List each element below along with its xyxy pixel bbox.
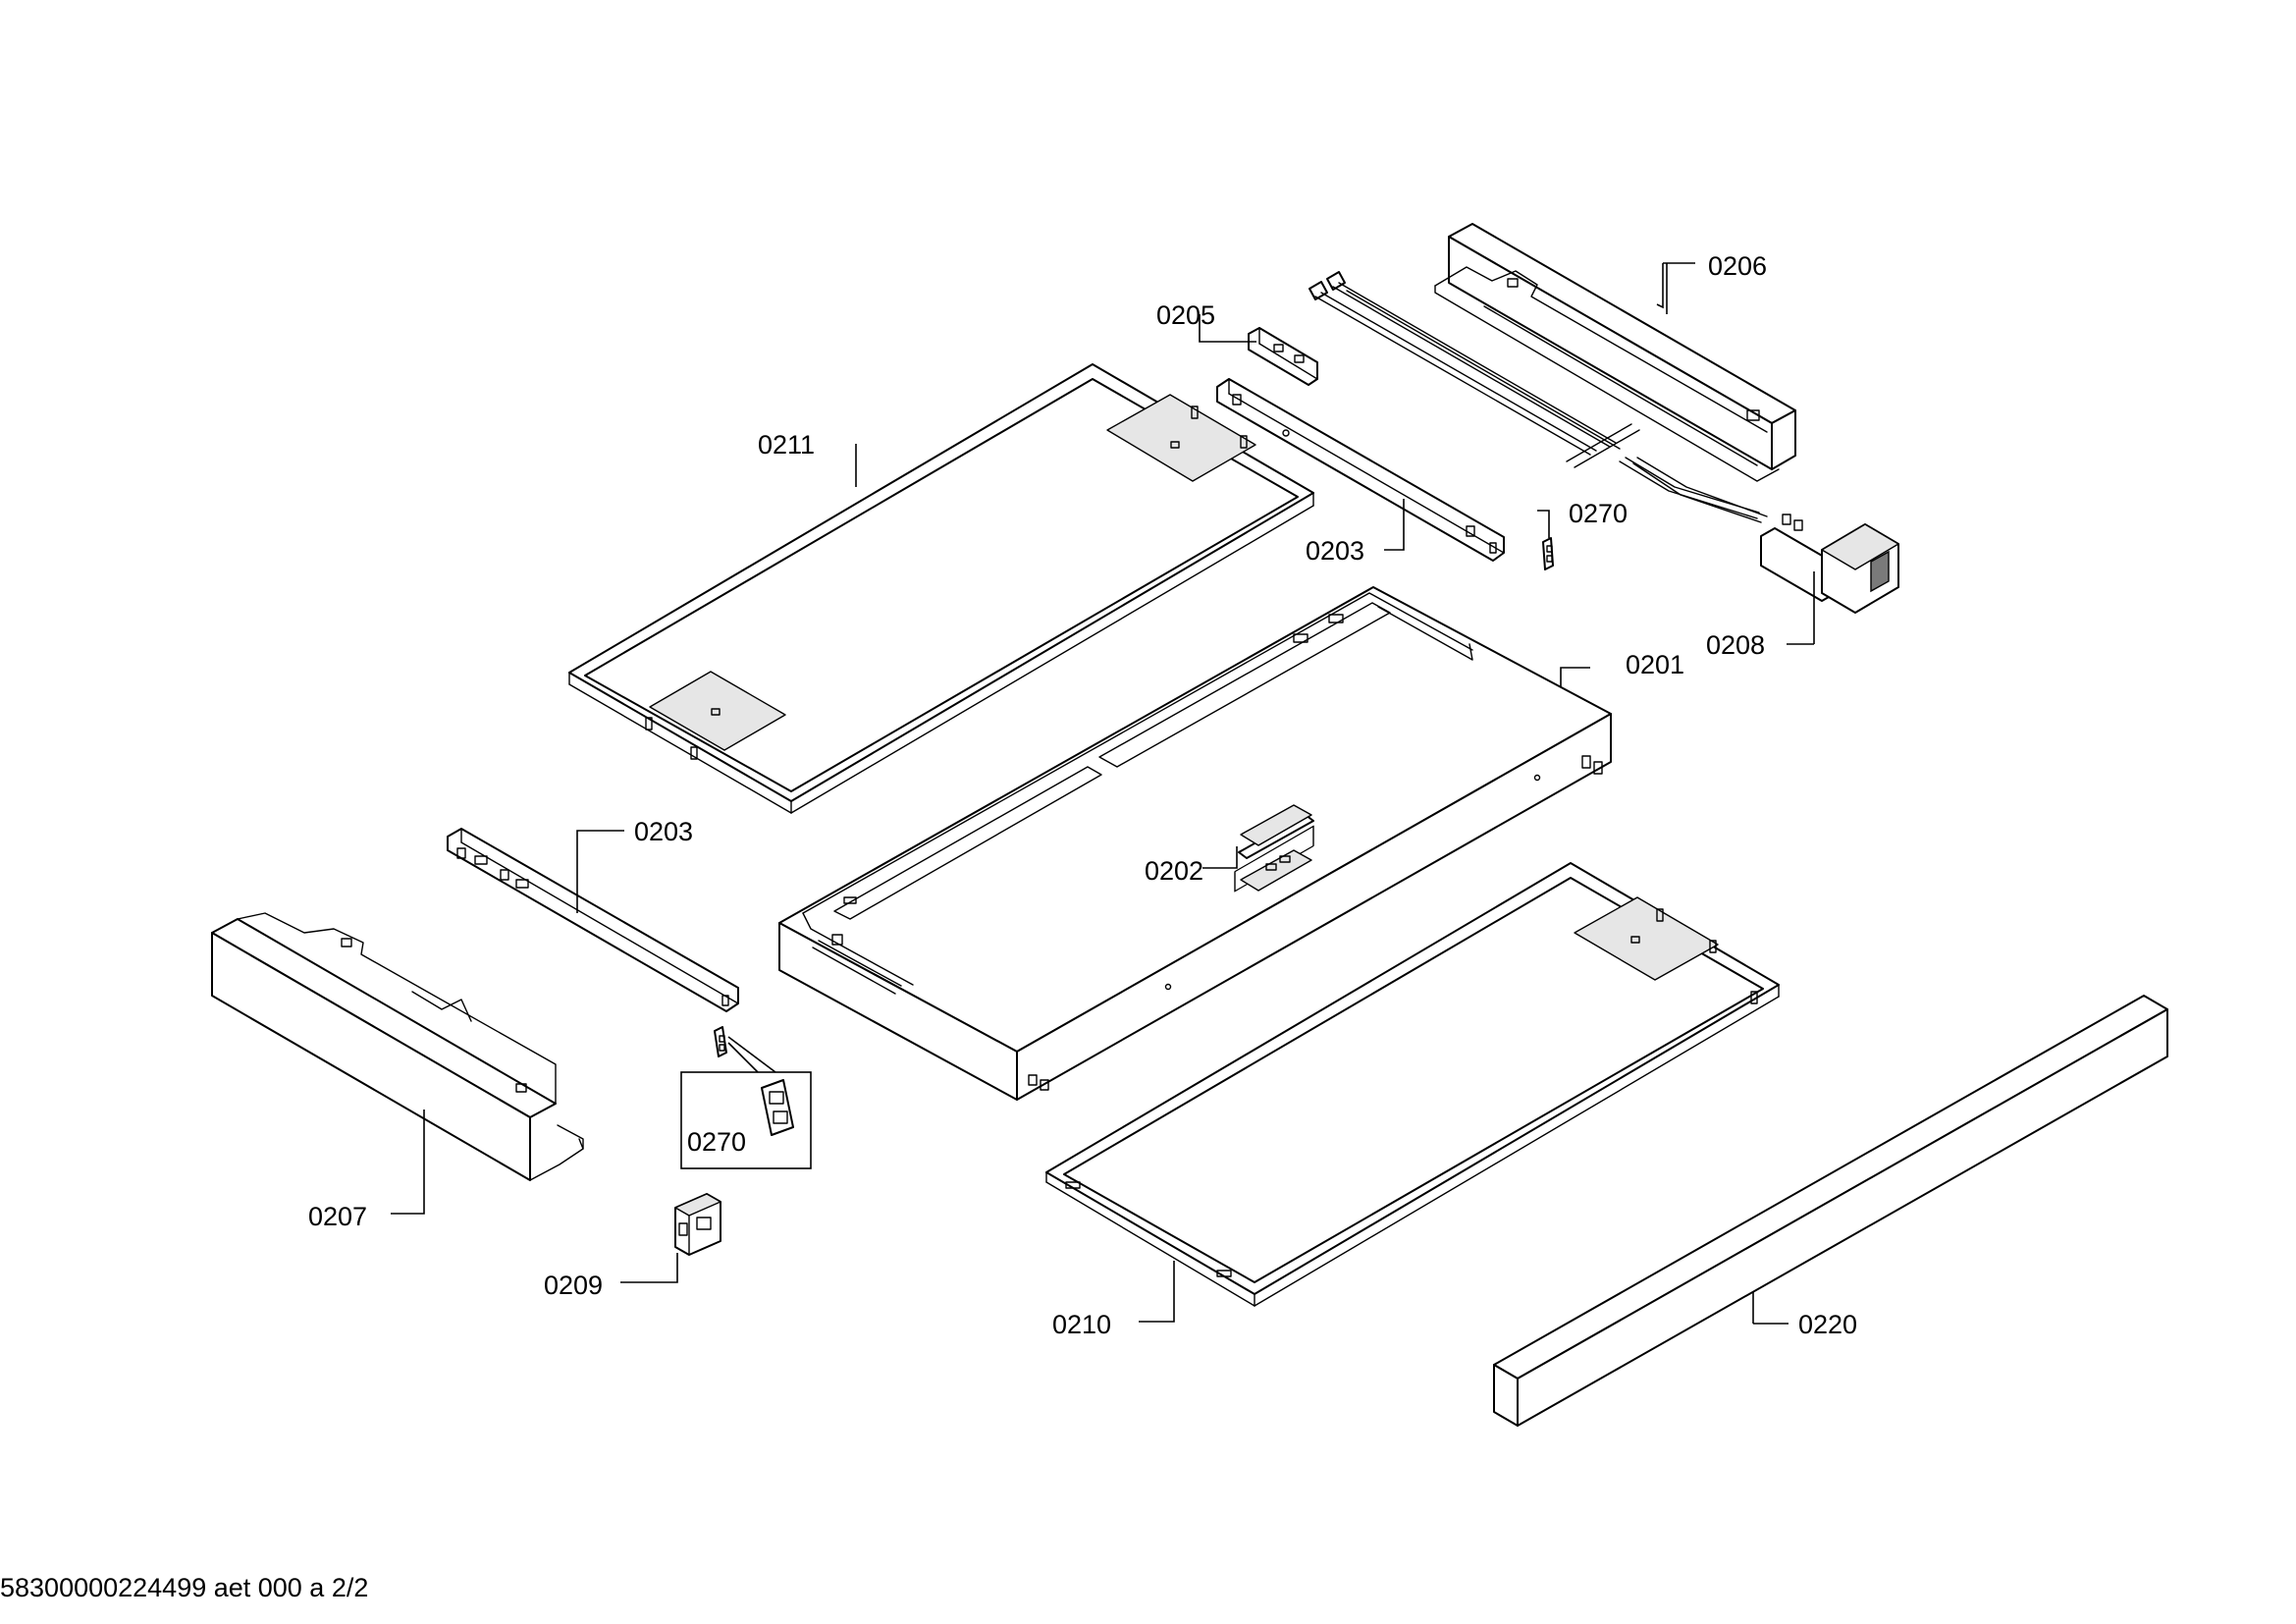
part-0207-cover: [211, 912, 584, 1181]
detail-box-0270: [680, 1071, 812, 1169]
part-0211-frame: [568, 363, 1314, 814]
part-labels: 0206 0205 0211 0270 0203 0208 0201 0202 …: [308, 251, 1857, 1339]
label-0203-top: 0203: [1306, 536, 1364, 566]
part-0210-frame: [1045, 862, 1780, 1307]
part-0209-block: [674, 1193, 721, 1256]
label-0220: 0220: [1798, 1310, 1857, 1339]
label-0206: 0206: [1708, 251, 1767, 281]
label-0211: 0211: [758, 430, 815, 460]
label-0209: 0209: [544, 1271, 603, 1300]
part-0220-trim-bar: [1493, 995, 2168, 1427]
label-0201: 0201: [1626, 650, 1684, 679]
part-0201-housing: [778, 586, 1612, 1101]
part-0203-rail-left: [447, 828, 739, 1012]
label-0205: 0205: [1156, 300, 1215, 330]
part-0206-cover: [1434, 223, 1796, 482]
part-0205-bracket: [1248, 327, 1318, 386]
label-0208: 0208: [1706, 630, 1765, 660]
leader-lines: [391, 262, 1815, 1325]
label-0203-left: 0203: [634, 817, 693, 846]
document-footer: 58300000224499 aet 000 a 2/2: [0, 1573, 368, 1602]
label-0270-detail: 0270: [687, 1127, 746, 1157]
part-0270-clip-detail: [680, 1026, 812, 1169]
label-0207: 0207: [308, 1202, 367, 1231]
label-0210: 0210: [1052, 1310, 1111, 1339]
label-0270-top: 0270: [1569, 499, 1628, 528]
part-0203-rail-top: [1216, 378, 1505, 562]
part-0208-switch-harness: [1308, 271, 1899, 614]
label-0202: 0202: [1145, 856, 1203, 886]
part-0270-clip-top: [1542, 537, 1554, 570]
